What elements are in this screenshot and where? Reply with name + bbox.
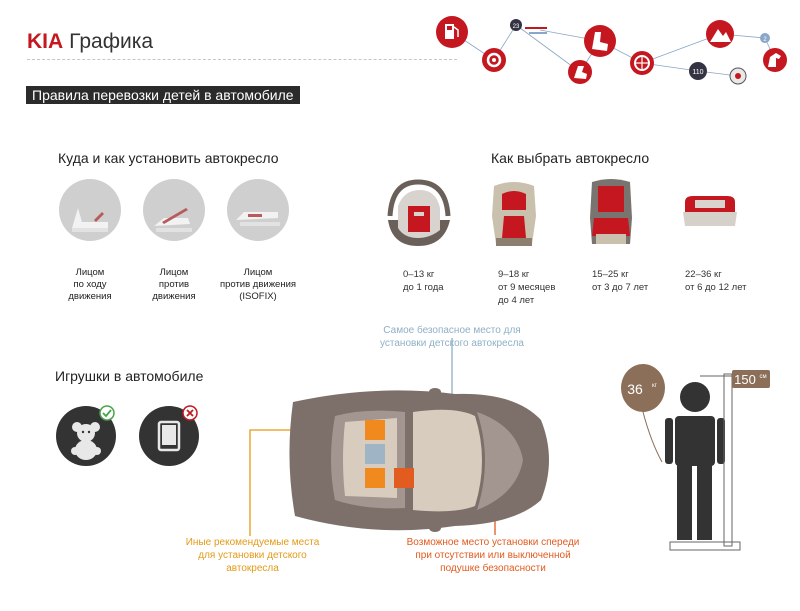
toys-section-title: Игрушки в автомобиле [55, 368, 204, 384]
allowed-check-icon [99, 405, 115, 421]
install-rearward-icon [143, 179, 205, 241]
seat-group3-age: от 6 до 12 лет [685, 282, 747, 293]
camera-icon [729, 67, 747, 85]
height-value: 150 [734, 372, 756, 387]
seat-outline-icon [584, 25, 616, 57]
weight-balloon [621, 364, 665, 412]
seat-group0-text: 0–13 кг до 1 года [403, 268, 444, 294]
person-left-arm [665, 418, 673, 464]
mirror-left [429, 388, 441, 396]
mirror-right [429, 524, 441, 532]
seat-group2-age: от 3 до 7 лет [592, 282, 649, 293]
booster-highback-icon [590, 179, 632, 244]
seat-group3-text: 22–36 кг от 6 до 12 лет [685, 268, 747, 294]
windshield [477, 412, 523, 510]
page-title: Правила перевозки детей в автомобиле [26, 86, 300, 104]
wheel-icon [482, 48, 506, 72]
install-isofix-icon [227, 179, 289, 241]
mountain-icon [706, 20, 734, 48]
badge-23-icon: 23 [510, 19, 522, 31]
install-section-title: Куда и как установить автокресло [58, 150, 279, 166]
install-forward-label: Лицом по ходу движения [68, 267, 112, 302]
seat-rear-left [365, 420, 385, 440]
other-places-note: Иные рекомендуемые места для установки д… [185, 537, 320, 574]
header-divider [27, 59, 457, 60]
person-torso [675, 416, 715, 466]
install-forward-icon [59, 179, 121, 241]
child-size-figure: 36 кг 150 см [621, 364, 770, 551]
seat-group3-weight: 22–36 кг [685, 269, 722, 280]
seat-group1-weight: 9–18 кг [498, 269, 530, 280]
choose-section-title: Как выбрать автокресло [491, 150, 650, 166]
safest-place-note: Самое безопасное место для установки дет… [380, 325, 524, 349]
b-pillar [407, 420, 413, 502]
seat-group1-text: 9–18 кг от 9 месяцев до 4 лет [498, 268, 555, 307]
weight-unit: кг [652, 383, 658, 389]
person-right-arm [717, 418, 725, 464]
seat-group0-weight: 0–13 кг [403, 269, 435, 280]
person-head [680, 382, 710, 412]
badge-2-icon: 2 [760, 33, 770, 43]
brand-subtitle: Графика [69, 30, 154, 53]
scale-platform [669, 541, 741, 551]
front-seats [413, 409, 482, 512]
person-right-leg [697, 464, 712, 540]
toddler-seat-icon [492, 182, 536, 246]
seat-group2-text: 15–25 кг от 3 до 7 лет [592, 268, 648, 294]
infant-carrier-icon [387, 179, 451, 246]
seat-group1-age: от 9 месяцев до 4 лет [498, 282, 556, 306]
height-tag [732, 370, 770, 388]
horse-icon [763, 48, 787, 72]
weight-value: 36 [627, 381, 643, 397]
height-ruler [723, 373, 733, 547]
soft-toy-icon [56, 406, 116, 466]
front-place-note: Возможное место установки спереди при от… [406, 537, 580, 574]
seat-group2-weight: 15–25 кг [592, 269, 629, 280]
tire-icon [630, 51, 654, 75]
car-seating-diagram [249, 338, 549, 536]
install-rearward-label: Лицом против движения [152, 267, 196, 302]
install-isofix-label: Лицом против движения (ISOFIX) [219, 267, 297, 302]
person-left-leg [677, 464, 692, 540]
seat-front-passenger [394, 468, 414, 488]
badge-2-text: 2 [763, 37, 767, 43]
forbidden-cross-icon [182, 405, 198, 421]
booster-cushion-icon [683, 196, 737, 226]
seat-rear-right [365, 468, 385, 488]
height-unit: см [759, 374, 766, 380]
fuel-icon [436, 16, 468, 48]
badge-110-text: 110 [692, 69, 703, 76]
badge-23-text: 23 [513, 24, 520, 30]
icon-network: 23 110 2 [436, 16, 787, 85]
car-seat-red-icon [568, 60, 592, 84]
seat-group0-age: до 1 года [403, 282, 444, 293]
seat-rear-center [365, 444, 385, 464]
stripes-icon [525, 27, 547, 34]
badge-110-icon: 110 [689, 62, 707, 80]
tablet-icon [139, 406, 199, 466]
brand-logo: KIA [27, 30, 64, 53]
